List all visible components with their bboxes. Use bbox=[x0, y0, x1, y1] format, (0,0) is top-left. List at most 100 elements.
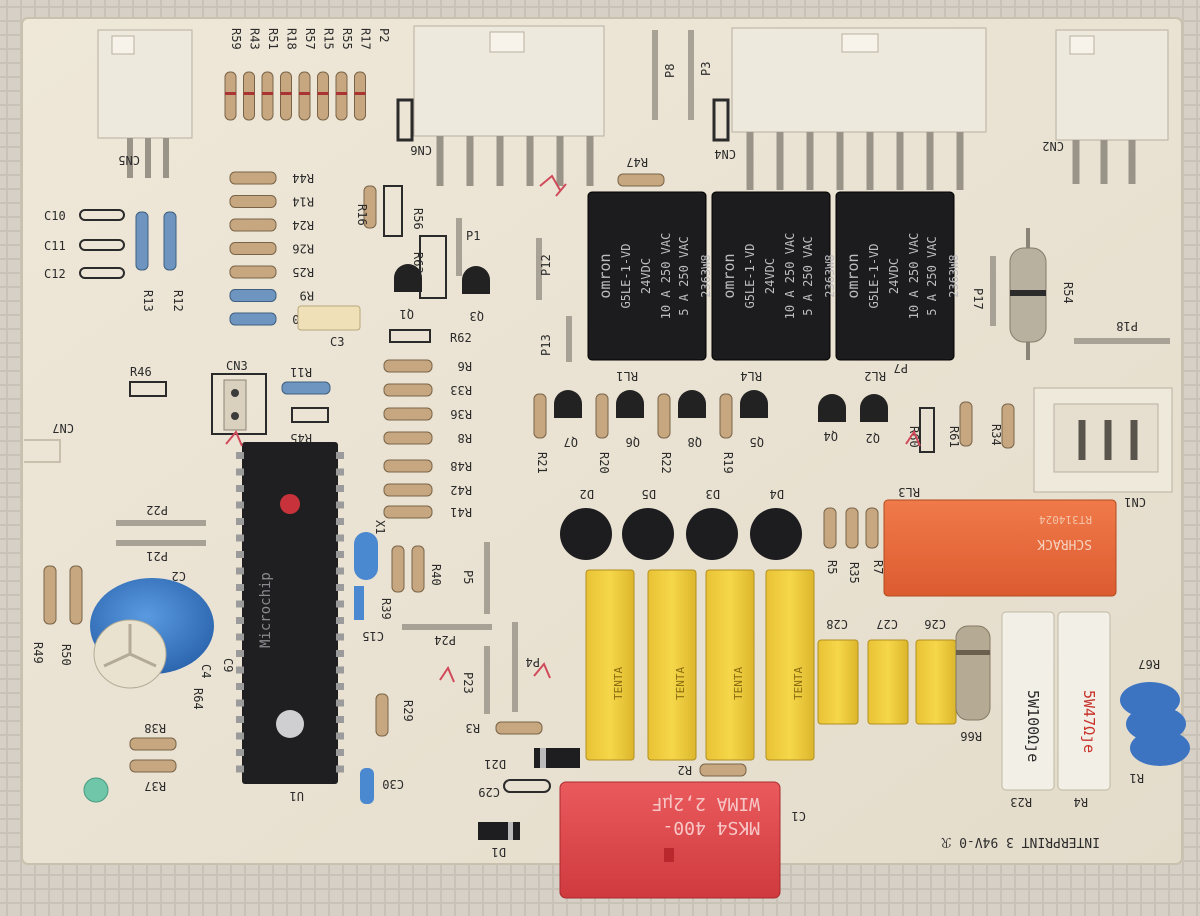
small-capacitor-body bbox=[867, 639, 909, 725]
resistor-band bbox=[336, 92, 347, 95]
resistor-body bbox=[595, 393, 609, 439]
yellow-capacitor-label: TENTA bbox=[674, 667, 687, 700]
mid-resistor-label: R8 bbox=[458, 431, 472, 445]
p3-label: P3 bbox=[699, 62, 713, 76]
resistor-body bbox=[719, 393, 733, 439]
relay-rating2: 5 A 250 VAC bbox=[677, 236, 691, 315]
resistor-body bbox=[533, 393, 547, 439]
relay-brand: omron bbox=[844, 253, 862, 298]
mcu-pin bbox=[236, 485, 244, 492]
resistor-body bbox=[383, 407, 433, 421]
connector-cn6: CN6 bbox=[396, 25, 605, 186]
transistor-body bbox=[554, 390, 582, 418]
resistor-band bbox=[299, 92, 310, 95]
resistor-body bbox=[229, 171, 277, 185]
connector-cn4: CN4 bbox=[712, 27, 987, 190]
bridge-label: D2 bbox=[580, 487, 594, 501]
r37-label: R37 bbox=[144, 779, 166, 793]
relay-body bbox=[711, 191, 831, 361]
relay-code: 2363W8 bbox=[823, 254, 837, 297]
r34-label: R34 bbox=[989, 424, 1003, 446]
r62-label: R62 bbox=[450, 331, 472, 345]
c1-label: C1 bbox=[792, 809, 806, 823]
p12-label: P12 bbox=[539, 254, 553, 276]
cn5-label: CN5 bbox=[118, 153, 140, 167]
yellow-capacitor-body bbox=[705, 569, 755, 761]
bridge-label: D4 bbox=[770, 487, 784, 501]
rl3-brand: SCHRACK bbox=[1037, 536, 1092, 551]
mcu-pin bbox=[236, 567, 244, 575]
left-resistor-label: R24 bbox=[292, 218, 314, 232]
connector-cn2: CN2 bbox=[1042, 29, 1169, 184]
resistor-band bbox=[280, 92, 292, 95]
bridge-body bbox=[686, 508, 738, 560]
small-capacitor-body bbox=[915, 639, 957, 725]
bridge-label: D3 bbox=[706, 487, 720, 501]
p7-label: P7 bbox=[894, 361, 908, 375]
c1-line2: MKS4 400- bbox=[662, 817, 760, 838]
resistor-body bbox=[224, 71, 237, 121]
mid-resistor-label: R41 bbox=[450, 505, 472, 519]
bridge-label: D5 bbox=[642, 487, 656, 501]
r49-label: R49 bbox=[31, 642, 45, 664]
resistor-body bbox=[383, 431, 433, 445]
mid-resistor-label: R36 bbox=[450, 407, 472, 421]
mcu-pin bbox=[236, 584, 244, 591]
board-footer-text: INTERPRINT 3 94V-0 ℛ bbox=[941, 834, 1100, 849]
transistor-row-transistor-label: Q5 bbox=[750, 435, 764, 449]
mcu-pin bbox=[236, 452, 244, 459]
mcu-pin bbox=[236, 732, 244, 740]
resistor-body bbox=[229, 218, 277, 232]
transistor-row-resistor-label: R20 bbox=[597, 452, 611, 474]
relay-label: RL4 bbox=[740, 369, 762, 383]
c3-label: C3 bbox=[330, 335, 344, 349]
mcu-pin bbox=[336, 666, 344, 674]
r16-label: R16 bbox=[355, 204, 369, 226]
u1-label: U1 bbox=[290, 789, 304, 803]
relay-rating1: 10 A 250 VAC bbox=[659, 233, 673, 320]
top-resistor-label: R43 bbox=[248, 28, 262, 50]
bridge-body bbox=[622, 508, 674, 560]
mcu-pin bbox=[336, 600, 344, 608]
crystal-x1: X1 bbox=[354, 520, 387, 580]
transistor-row-transistor-label: Q8 bbox=[688, 435, 702, 449]
mcu-pin bbox=[336, 699, 344, 707]
relay-brand: omron bbox=[720, 253, 738, 298]
r61-label: R61 bbox=[947, 426, 961, 448]
relay-voltage: 24VDC bbox=[887, 258, 901, 294]
r1-label: R1 bbox=[1130, 771, 1144, 785]
top-resistor-label: R15 bbox=[322, 28, 336, 50]
resistor-body bbox=[383, 383, 433, 397]
mounting-hole bbox=[83, 777, 109, 803]
mcu-pin bbox=[236, 666, 244, 674]
mcu-pin bbox=[336, 584, 344, 591]
relay-model: G5LE-1-VD bbox=[619, 243, 633, 308]
relay-rating2: 5 A 250 VAC bbox=[801, 236, 815, 315]
relay-label: RL2 bbox=[864, 369, 886, 383]
resistor-body bbox=[229, 242, 277, 255]
left-resistor-label: R26 bbox=[292, 242, 314, 256]
c11-label: C11 bbox=[44, 239, 66, 253]
mcu-pin bbox=[236, 534, 244, 542]
microcontroller-u1: Microchip U1 bbox=[236, 442, 344, 803]
power-resistor-body bbox=[1057, 611, 1111, 791]
top-resistor-label: P2 bbox=[377, 28, 391, 42]
electrolytic-capacitor-c2: C2 bbox=[90, 569, 214, 689]
p5-label: P5 bbox=[461, 570, 475, 584]
resistor-body bbox=[298, 71, 311, 121]
relay-rating2: 5 A 250 VAC bbox=[925, 236, 939, 315]
transistor-body bbox=[678, 390, 706, 418]
transistor-row-transistor-label: Q7 bbox=[564, 435, 578, 449]
small-capacitor-label: C27 bbox=[876, 617, 898, 631]
r2-label: R2 bbox=[678, 763, 692, 777]
mcu-pin bbox=[336, 749, 344, 756]
p21-label: P21 bbox=[146, 549, 168, 563]
left-resistor-label: R9 bbox=[300, 289, 314, 303]
